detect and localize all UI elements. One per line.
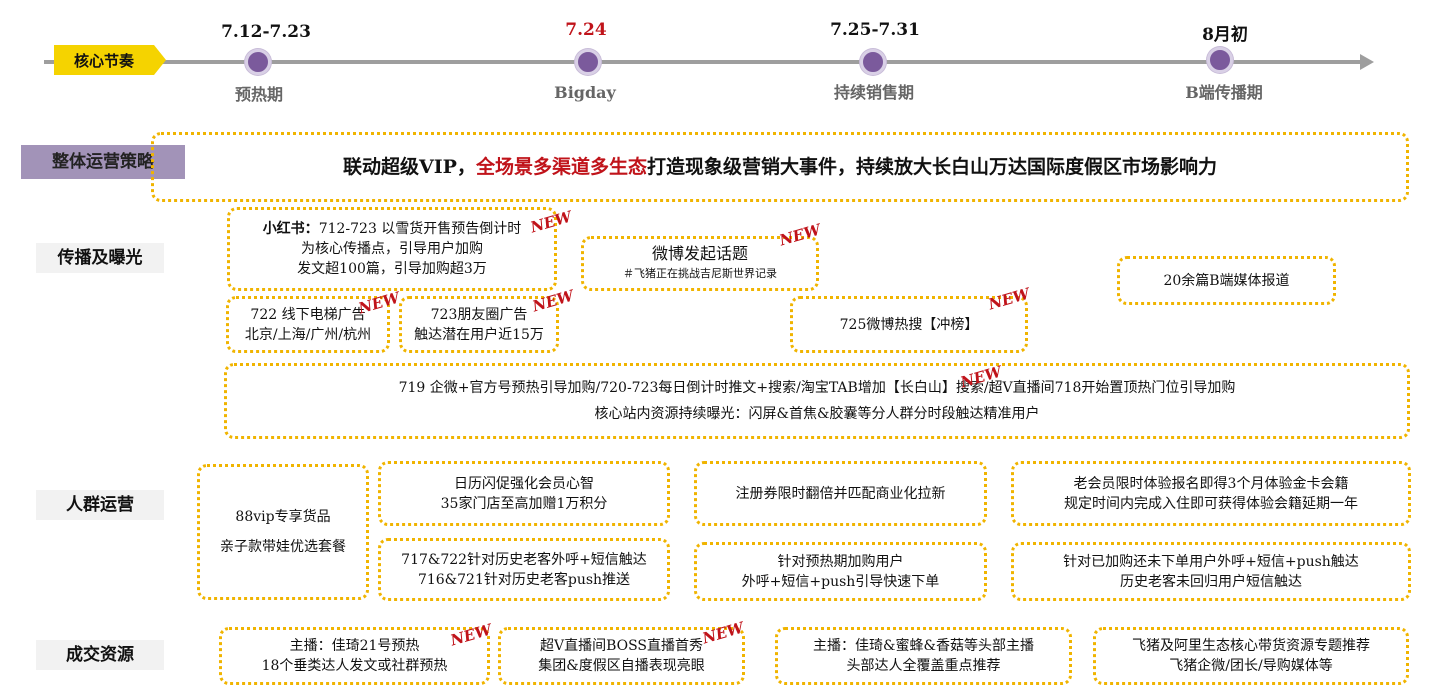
ali-ecosystem-box: 飞猪及阿里生态核心带货资源专题推荐 飞猪企微/团长/导购媒体等 xyxy=(1093,627,1409,685)
b-media-text: 20余篇B端媒体报道 xyxy=(1163,272,1290,289)
vip-goods-line-2: 亲子款带娃优选套餐 xyxy=(220,539,346,555)
weibo-hot-text: 725微博热搜【冲榜】 xyxy=(839,316,979,333)
history-customer-line-1: 717&722针对历史老客外呼+短信触达 xyxy=(401,551,647,568)
moments-ad-line-2: 触达潜在用户近15万 xyxy=(414,326,544,343)
member-trial-line-2: 规定时间内完成入住即可获得体验会籍延期一年 xyxy=(1064,495,1358,512)
weibo-topic-box: 微博发起话题 ＃飞猪正在挑战吉尼斯世界记录 xyxy=(581,236,819,291)
member-trial-box: 老会员限时体验报名即得3个月体验金卡会籍 规定时间内完成入住即可获得体验会籍延期… xyxy=(1011,461,1411,526)
cart-user-box: 针对已加购还未下单用户外呼+短信+push触达 历史老客未回归用户短信触达 xyxy=(1011,542,1411,601)
head-anchor-box: 主播：佳琦&蜜蜂&香菇等头部主播 头部达人全覆盖重点推荐 xyxy=(775,627,1072,685)
timeline-phase-1: 预热期 xyxy=(234,85,283,104)
coupon-box: 注册券限时翻倍并匹配商业化拉新 xyxy=(694,461,987,526)
timeline-tag: 核心节奏 xyxy=(54,45,166,75)
calendar-promo-box: 日历闪促强化会员心智 35家门店至高加赠1万积分 xyxy=(378,461,670,526)
timeline-axis xyxy=(44,60,1362,64)
timeline-dot-4 xyxy=(1207,47,1233,73)
cart-user-line-2: 历史老客未回归用户短信触达 xyxy=(1120,573,1302,590)
timeline-date-2: 7.24 xyxy=(565,20,607,40)
timeline-date-4: 8月初 xyxy=(1202,25,1248,45)
calendar-promo-line-1: 日历闪促强化会员心智 xyxy=(454,475,594,492)
ali-ecosystem-line-2: 飞猪企微/团长/导购媒体等 xyxy=(1169,658,1333,674)
vip-goods-box: 88vip专享货品 亲子款带娃优选套餐 xyxy=(197,464,369,600)
history-customer-line-2: 716&721针对历史老客push推送 xyxy=(417,571,631,588)
timeline-phase-4: B端传播期 xyxy=(1185,83,1263,102)
weibo-hot-box: 725微博热搜【冲榜】 xyxy=(790,296,1028,353)
timeline-dot-2 xyxy=(575,49,601,75)
section-spread-label: 传播及曝光 xyxy=(36,243,164,273)
onsite-line-2: 核心站内资源持续曝光：闪屏&首焦&胶囊等分人群分时段触达精准用户 xyxy=(594,406,1040,422)
timeline-date-3: 7.25-7.31 xyxy=(830,20,920,40)
boss-live-line-2: 集团&度假区自播表现亮眼 xyxy=(538,658,705,674)
member-trial-line-1: 老会员限时体验报名即得3个月体验金卡会籍 xyxy=(1073,475,1349,492)
preheat-user-box: 针对预热期加购用户 外呼+短信+push引导快速下单 xyxy=(694,542,987,601)
strategy-box: 联动超级VIP，全场景多渠道多生态打造现象级营销大事件，持续放大长白山万达国际度… xyxy=(151,132,1409,202)
coupon-text: 注册券限时翻倍并匹配商业化拉新 xyxy=(735,485,946,502)
strategy-text: 联动超级VIP，全场景多渠道多生态打造现象级营销大事件，持续放大长白山万达国际度… xyxy=(343,156,1217,178)
elevator-ad-line-1: 722 线下电梯广告 xyxy=(250,306,366,323)
timeline-date-1: 7.12-7.23 xyxy=(221,22,311,42)
timeline-tag-label: 核心节奏 xyxy=(73,52,134,70)
section-strategy-label: 整体运营策略 xyxy=(21,145,185,179)
cart-user-line-1: 针对已加购还未下单用户外呼+短信+push触达 xyxy=(1063,553,1359,570)
weibo-topic-hashtag: ＃飞猪正在挑战吉尼斯世界记录 xyxy=(623,266,777,280)
anchor-preheat-line-1: 主播：佳琦21号预热 xyxy=(289,638,420,654)
xhs-line-2: 为核心传播点，引导用户加购 xyxy=(301,241,483,257)
onsite-line-1: 719 企微+官方号预热引导加购/720-723每日倒计时推文+搜索/淘宝TAB… xyxy=(398,380,1236,396)
timeline-phase-2: Bigday xyxy=(554,83,616,102)
xhs-line-3: 发文超100篇，引导加购超3万 xyxy=(297,261,487,277)
section-deal-label: 成交资源 xyxy=(36,640,164,670)
moments-ad-line-1: 723朋友圈广告 xyxy=(430,306,528,323)
onsite-resources-box: 719 企微+官方号预热引导加购/720-723每日倒计时推文+搜索/淘宝TAB… xyxy=(224,363,1410,439)
weibo-topic-title: 微博发起话题 xyxy=(651,243,748,263)
anchor-preheat-line-2: 18个垂类达人发文或社群预热 xyxy=(261,658,448,674)
section-crowd-label: 人群运营 xyxy=(36,490,164,520)
ali-ecosystem-line-1: 飞猪及阿里生态核心带货资源专题推荐 xyxy=(1132,638,1370,654)
calendar-promo-line-2: 35家门店至高加赠1万积分 xyxy=(440,495,608,512)
timeline-arrow-icon xyxy=(1360,54,1374,70)
xhs-line-1: 小红书：712-723 以雪货开售预告倒计时 xyxy=(262,221,522,237)
elevator-ad-box: 722 线下电梯广告 北京/上海/广州/杭州 xyxy=(226,296,390,353)
head-anchor-line-1: 主播：佳琦&蜜蜂&香菇等头部主播 xyxy=(813,638,1034,654)
head-anchor-line-2: 头部达人全覆盖重点推荐 xyxy=(846,658,1001,674)
timeline-dot-3 xyxy=(860,49,886,75)
preheat-user-line-2: 外呼+短信+push引导快速下单 xyxy=(741,573,940,590)
elevator-ad-line-2: 北京/上海/广州/杭州 xyxy=(244,326,372,343)
vip-goods-line-1: 88vip专享货品 xyxy=(235,509,331,525)
boss-live-line-1: 超V直播间BOSS直播首秀 xyxy=(539,638,704,654)
preheat-user-line-1: 针对预热期加购用户 xyxy=(777,553,904,570)
timeline-phase-3: 持续销售期 xyxy=(833,83,914,102)
xhs-box: 小红书：712-723 以雪货开售预告倒计时 为核心传播点，引导用户加购 发文超… xyxy=(227,207,557,291)
moments-ad-box: 723朋友圈广告 触达潜在用户近15万 xyxy=(399,296,559,353)
anchor-preheat-box: 主播：佳琦21号预热 18个垂类达人发文或社群预热 xyxy=(219,627,490,685)
b-media-box: 20余篇B端媒体报道 xyxy=(1117,256,1336,305)
boss-live-box: 超V直播间BOSS直播首秀 集团&度假区自播表现亮眼 xyxy=(498,627,745,685)
timeline-dot-1 xyxy=(245,49,271,75)
history-customer-box: 717&722针对历史老客外呼+短信触达 716&721针对历史老客push推送 xyxy=(378,538,670,601)
